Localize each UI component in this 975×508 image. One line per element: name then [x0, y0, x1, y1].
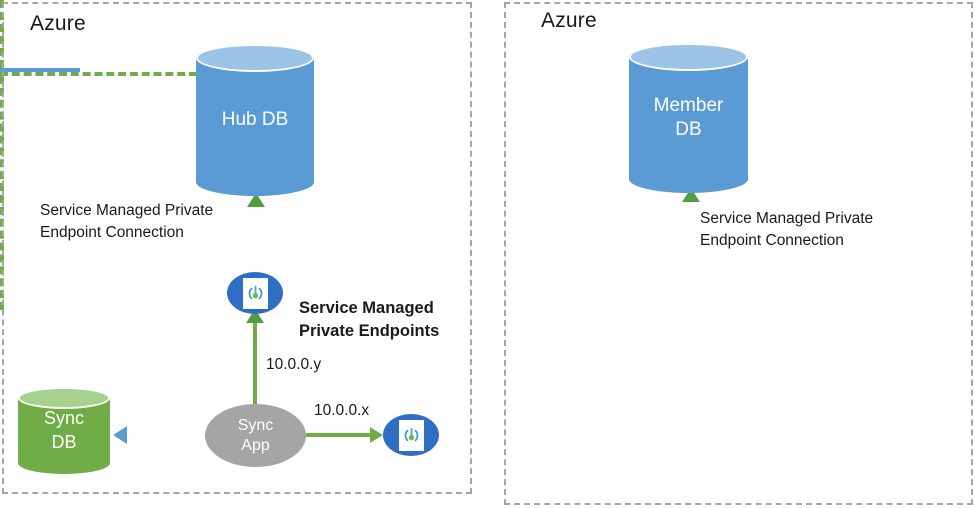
- hub-connection-arrowhead: [247, 193, 265, 207]
- sync-app-label-line2: App: [241, 436, 270, 454]
- member-endpoint-horizontal-line: [0, 72, 256, 76]
- syncapp-to-syncdb-arrowhead: [113, 426, 127, 444]
- sync-db-top: [18, 387, 110, 409]
- sync-app-node[interactable]: Sync App: [205, 404, 306, 467]
- sync-app-label-line1: Sync: [237, 416, 274, 434]
- sync-db-label-line1: Sync: [43, 408, 85, 429]
- private-endpoint-member[interactable]: [383, 414, 439, 456]
- hub-connection-label: Service Managed Private Endpoint Connect…: [40, 202, 214, 241]
- sync-db-label: Sync DB: [18, 387, 110, 474]
- syncapp-to-syncdb-line: [0, 68, 80, 72]
- sync-db-label-line2: DB: [51, 431, 77, 452]
- syncapp-to-member-endpoint-arrowhead: [370, 427, 383, 443]
- hub-db-top: [196, 44, 314, 72]
- member-connection-label: Service Managed Private Endpoint Connect…: [700, 210, 874, 249]
- hub-db-body: [196, 57, 314, 183]
- service-managed-private-endpoints-label: Service Managed Private Endpoints: [299, 299, 440, 341]
- hub-db-node[interactable]: Hub DB: [196, 44, 314, 196]
- member-db-node[interactable]: Member DB: [629, 43, 748, 193]
- private-link-endpoint-icon: [398, 419, 424, 451]
- member-db-label-line2: DB: [675, 119, 702, 140]
- private-endpoint-hub[interactable]: [227, 272, 283, 314]
- hub-db-label-text: Hub DB: [221, 108, 289, 130]
- azure-panel-left: [2, 2, 472, 494]
- syncapp-to-member-endpoint-line: [306, 433, 372, 437]
- ip-address-hub-label: 10.0.0.y: [266, 356, 322, 373]
- panel-right-title: Azure: [541, 9, 597, 32]
- member-db-label: Member DB: [629, 43, 748, 193]
- member-db-body: [629, 56, 748, 180]
- syncapp-to-hub-endpoint-line: [253, 322, 257, 408]
- member-db-label-line1: Member: [653, 94, 724, 116]
- panel-left-title: Azure: [30, 12, 86, 35]
- hub-db-label: Hub DB: [196, 44, 314, 196]
- sync-db-node[interactable]: Sync DB: [18, 387, 110, 474]
- private-link-endpoint-icon: [242, 277, 268, 309]
- azure-panel-right: [504, 2, 973, 505]
- ip-address-member-label: 10.0.0.x: [314, 402, 370, 419]
- member-db-top: [629, 43, 748, 71]
